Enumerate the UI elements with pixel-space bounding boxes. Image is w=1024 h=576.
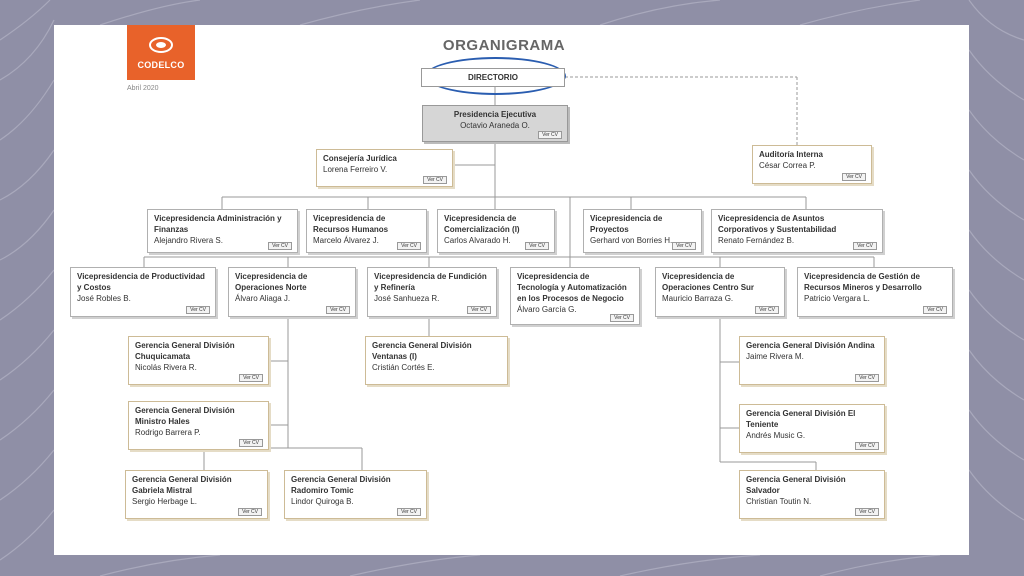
ver-cv-button[interactable]: Ver CV xyxy=(326,306,350,314)
node-vp-rrhh: Vicepresidencia de Recursos Humanos Marc… xyxy=(306,209,427,253)
node-title: Vicepresidencia de Comercialización (I) xyxy=(444,214,520,234)
node-title: Vicepresidencia de Gestión de Recursos M… xyxy=(804,272,922,292)
node-name: Octavio Araneda O. xyxy=(460,121,530,130)
node-gg-gabriela-mistral: Gerencia General División Gabriela Mistr… xyxy=(125,470,268,519)
node-presidencia: Presidencia Ejecutiva Octavio Araneda O.… xyxy=(422,105,568,142)
node-gg-andina: Gerencia General División Andina Jaime R… xyxy=(739,336,885,385)
node-title: Vicepresidencia de Operaciones Norte xyxy=(235,272,308,292)
node-name: Carlos Alvarado H. xyxy=(444,236,511,245)
node-name: Jaime Rivera M. xyxy=(746,352,804,361)
date-label: Abril 2020 xyxy=(127,85,159,92)
ver-cv-button[interactable]: Ver CV xyxy=(239,374,263,382)
node-vp-asuntos-corporativos: Vicepresidencia de Asuntos Corporativos … xyxy=(711,209,883,253)
ver-cv-button[interactable]: Ver CV xyxy=(186,306,210,314)
ver-cv-button[interactable]: Ver CV xyxy=(855,442,879,450)
node-name: Rodrigo Barrera P. xyxy=(135,428,201,437)
node-vp-fundicion: Vicepresidencia de Fundición y Refinería… xyxy=(367,267,497,317)
node-title: Gerencia General División Andina xyxy=(746,341,875,350)
codelco-logo-icon xyxy=(149,37,173,53)
node-name: Lorena Ferreiro V. xyxy=(323,165,388,174)
node-vp-gestion-recursos: Vicepresidencia de Gestión de Recursos M… xyxy=(797,267,953,317)
connector-lines xyxy=(143,76,875,470)
node-title: Gerencia General División Salvador xyxy=(746,475,846,495)
node-name: Christian Toutin N. xyxy=(746,497,812,506)
node-vp-comercializacion: Vicepresidencia de Comercialización (I) … xyxy=(437,209,555,253)
ver-cv-button[interactable]: Ver CV xyxy=(239,439,263,447)
ver-cv-button[interactable]: Ver CV xyxy=(755,306,779,314)
org-chart-slide: CODELCO Abril 2020 ORGANIGRAMA xyxy=(54,25,969,555)
node-name: Sergio Herbage L. xyxy=(132,497,197,506)
node-name: Álvaro Aliaga J. xyxy=(235,294,291,303)
node-name: Renato Fernández B. xyxy=(718,236,795,245)
node-gg-ministro-hales: Gerencia General División Ministro Hales… xyxy=(128,401,269,450)
node-name: Cristián Cortés E. xyxy=(372,363,435,372)
node-vp-tecnologia: Vicepresidencia de Tecnología y Automati… xyxy=(510,267,640,325)
ver-cv-button[interactable]: Ver CV xyxy=(923,306,947,314)
ver-cv-button[interactable]: Ver CV xyxy=(467,306,491,314)
node-gg-chuquicamata: Gerencia General División Chuquicamata N… xyxy=(128,336,269,385)
ver-cv-button[interactable]: Ver CV xyxy=(855,374,879,382)
node-title: Gerencia General División Gabriela Mistr… xyxy=(132,475,232,495)
ver-cv-button[interactable]: Ver CV xyxy=(525,242,549,250)
node-vp-admin-finanzas: Vicepresidencia Administración y Finanza… xyxy=(147,209,298,253)
node-name: José Sanhueza R. xyxy=(374,294,440,303)
node-name: Patricio Vergara L. xyxy=(804,294,870,303)
node-name: Alejandro Rivera S. xyxy=(154,236,223,245)
node-title: Gerencia General División Ministro Hales xyxy=(135,406,235,426)
node-vp-operaciones-norte: Vicepresidencia de Operaciones Norte Álv… xyxy=(228,267,356,317)
node-name: César Correa P. xyxy=(759,161,816,170)
node-vp-proyectos: Vicepresidencia de Proyectos Gerhard von… xyxy=(583,209,702,253)
node-vp-productividad: Vicepresidencia de Productividad y Costo… xyxy=(70,267,216,317)
node-name: Marcelo Álvarez J. xyxy=(313,236,379,245)
node-auditoria: Auditoría Interna César Correa P. Ver CV xyxy=(752,145,872,184)
node-gg-el-teniente: Gerencia General División El Teniente An… xyxy=(739,404,885,453)
node-title: Vicepresidencia de Asuntos Corporativos … xyxy=(718,214,837,234)
node-title: Vicepresidencia de Proyectos xyxy=(590,214,663,234)
ver-cv-button[interactable]: Ver CV xyxy=(423,176,447,184)
node-title: Vicepresidencia Administración y Finanza… xyxy=(154,214,282,234)
codelco-logo: CODELCO xyxy=(127,25,195,80)
node-consejeria: Consejería Jurídica Lorena Ferreiro V. V… xyxy=(316,149,453,187)
node-title: Gerencia General División Radomiro Tomic xyxy=(291,475,391,495)
ver-cv-button[interactable]: Ver CV xyxy=(610,314,634,322)
node-name: Gerhard von Borries H. xyxy=(590,236,673,245)
node-title: Vicepresidencia de Fundición y Refinería xyxy=(374,272,487,292)
node-gg-salvador: Gerencia General División Salvador Chris… xyxy=(739,470,885,519)
node-title: Auditoría Interna xyxy=(759,150,824,159)
node-title: Vicepresidencia de Recursos Humanos xyxy=(313,214,389,234)
ver-cv-button[interactable]: Ver CV xyxy=(538,131,562,139)
node-name: Lindor Quiroga B. xyxy=(291,497,354,506)
ver-cv-button[interactable]: Ver CV xyxy=(853,242,877,250)
node-name: José Robles B. xyxy=(77,294,131,303)
node-gg-ventanas: Gerencia General División Ventanas (I) C… xyxy=(365,336,508,385)
ver-cv-button[interactable]: Ver CV xyxy=(842,173,866,181)
node-title: Gerencia General División Ventanas (I) xyxy=(372,341,472,361)
ver-cv-button[interactable]: Ver CV xyxy=(268,242,292,250)
node-title: Vicepresidencia de Tecnología y Automati… xyxy=(517,272,627,303)
node-directorio: DIRECTORIO xyxy=(421,68,565,87)
node-title: Presidencia Ejecutiva xyxy=(453,110,537,119)
node-title: Gerencia General División Chuquicamata xyxy=(135,341,235,361)
node-title: Consejería Jurídica xyxy=(323,154,397,163)
node-title: Vicepresidencia de Operaciones Centro Su… xyxy=(662,272,755,292)
node-gg-radomiro-tomic: Gerencia General División Radomiro Tomic… xyxy=(284,470,427,519)
ver-cv-button[interactable]: Ver CV xyxy=(238,508,262,516)
ver-cv-button[interactable]: Ver CV xyxy=(397,242,421,250)
logo-text: CODELCO xyxy=(137,60,185,70)
node-name: Andrés Music G. xyxy=(746,431,806,440)
ver-cv-button[interactable]: Ver CV xyxy=(397,508,421,516)
page-title: ORGANIGRAMA xyxy=(442,37,566,54)
ver-cv-button[interactable]: Ver CV xyxy=(672,242,696,250)
node-name: Álvaro García G. xyxy=(517,305,577,314)
node-title: Gerencia General División El Teniente xyxy=(746,409,856,429)
node-name: Nicolás Rivera R. xyxy=(135,363,197,372)
node-vp-centro-sur: Vicepresidencia de Operaciones Centro Su… xyxy=(655,267,785,317)
node-title: Vicepresidencia de Productividad y Costo… xyxy=(77,272,205,292)
ver-cv-button[interactable]: Ver CV xyxy=(855,508,879,516)
node-name: Mauricio Barraza G. xyxy=(662,294,734,303)
